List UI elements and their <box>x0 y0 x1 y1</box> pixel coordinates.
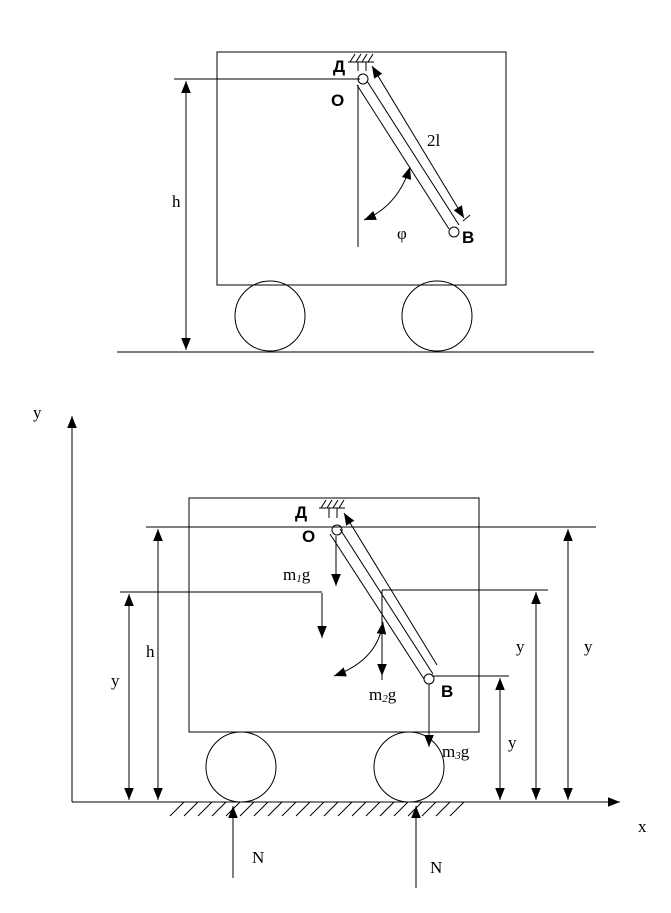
bottom-rod-edge-2 <box>339 528 434 675</box>
top-length-arrow <box>371 65 465 219</box>
bottom-cart-body <box>188 497 480 733</box>
top-label-B: B <box>462 228 474 247</box>
top-label-h: h <box>172 192 181 211</box>
label-m2g: m2g <box>369 685 397 705</box>
bottom-label-O: O <box>302 527 315 546</box>
bottom-rod-edge-1 <box>329 533 425 680</box>
bottom-figure: y x Д O B h y y y y m1g m2g m3g N N <box>33 403 647 888</box>
label-y-right: y <box>584 637 593 656</box>
top-cart-body <box>216 51 507 286</box>
top-label-2l: 2l <box>427 131 441 150</box>
label-y-low: y <box>508 733 517 752</box>
label-m3g: m3g <box>442 742 470 762</box>
ground-hatch <box>169 801 465 817</box>
top-pivot-O <box>357 73 369 85</box>
top-end-B <box>448 226 460 238</box>
top-label-O: O <box>331 91 344 110</box>
label-m1g: m1g <box>283 565 311 585</box>
top-label-phi: φ <box>397 224 407 243</box>
label-y-mid: y <box>516 637 525 656</box>
axis-label-y: y <box>33 403 42 422</box>
bottom-phi-arc <box>333 621 387 677</box>
bottom-label-h: h <box>146 642 155 661</box>
bottom-label-D: Д <box>295 503 307 522</box>
label-N-right: N <box>430 858 442 877</box>
top-label-D: Д <box>333 57 345 76</box>
top-wheel-right <box>401 280 473 352</box>
bottom-pivot-O <box>331 524 343 536</box>
top-wheel-left <box>234 280 306 352</box>
bottom-label-B: B <box>441 682 453 701</box>
label-N-left: N <box>252 848 264 867</box>
top-phi-arc <box>363 166 412 221</box>
top-rod-edge-1 <box>356 84 450 230</box>
top-rod-edge-2 <box>366 80 460 226</box>
top-figure: Д O B 2l h φ <box>117 51 594 353</box>
label-y-left: y <box>111 671 120 690</box>
axis-label-x: x <box>638 817 647 836</box>
bottom-hinge-support <box>319 499 345 518</box>
bottom-end-B <box>423 673 435 685</box>
bottom-wheel-right <box>373 731 445 803</box>
top-hinge-support <box>348 53 374 71</box>
bottom-rod-length-arrow <box>343 512 438 666</box>
bottom-wheel-left <box>205 731 277 803</box>
